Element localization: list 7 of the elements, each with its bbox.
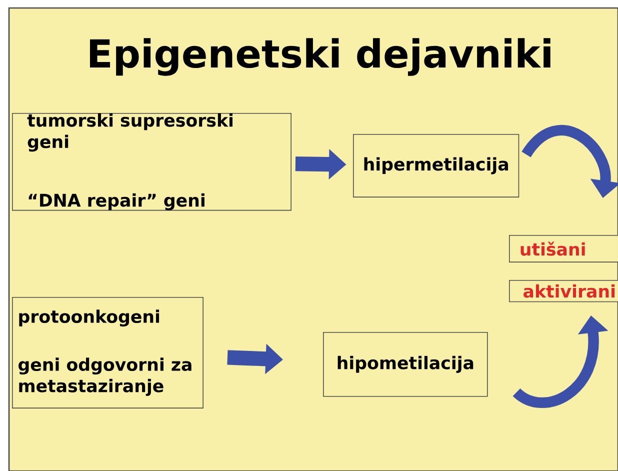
title: Epigenetski dejavniki [90,38,550,76]
text-box: protoonkogeni geni odgovorni za metastaziranje [12,297,204,408]
text-box: aktivirani [509,280,618,302]
text-box: utišani [509,235,618,262]
text-box: hipermetilacija [353,134,520,198]
text-box: tumorski supresorski geni “DNA repair” geni [12,113,292,211]
text-box: hipometilacija [323,332,488,397]
